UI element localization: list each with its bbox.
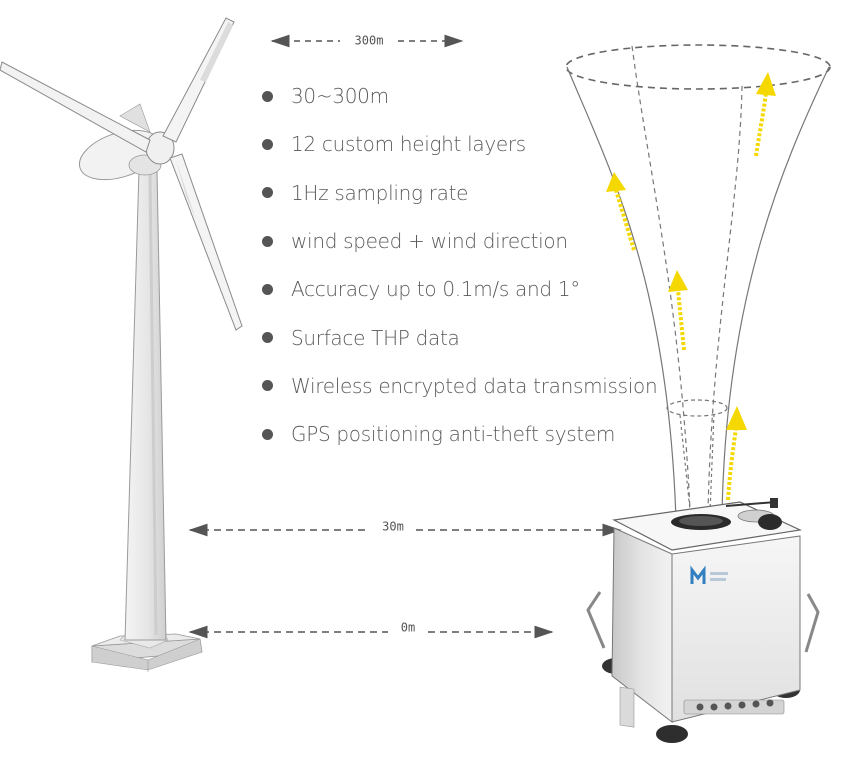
- bullet-icon: [262, 428, 273, 440]
- lidar-device-icon: [586, 498, 820, 743]
- feature-text: Accuracy up to 0.1m/s and 1°: [291, 277, 580, 302]
- bullet-icon: [262, 90, 273, 102]
- dimension-top-label: 300m: [355, 34, 384, 48]
- bullet-icon: [262, 283, 273, 295]
- bullet-icon: [262, 380, 273, 392]
- dimension-bottom-label: 0m: [401, 621, 415, 635]
- feature-item: 12 custom height layers: [262, 120, 657, 168]
- feature-item: 1Hz sampling rate: [262, 169, 657, 217]
- bullet-icon: [262, 187, 273, 199]
- bullet-icon: [262, 332, 273, 344]
- dimension-top: 300m: [270, 34, 464, 48]
- dimension-middle: 30m: [188, 520, 622, 537]
- scan-cone: [565, 44, 831, 521]
- feature-item: Wireless encrypted data transmission: [262, 362, 658, 410]
- wind-arrow-icon: [726, 406, 747, 501]
- feature-item: GPS positioning anti-theft system: [262, 410, 657, 458]
- wind-arrow-icon: [606, 172, 636, 251]
- wind-arrows: [606, 72, 776, 501]
- feature-text: GPS positioning anti-theft system: [291, 422, 616, 447]
- feature-text: 1Hz sampling rate: [291, 180, 469, 205]
- feature-text: 12 custom height layers: [291, 132, 526, 157]
- feature-item: wind speed + wind direction: [262, 217, 657, 265]
- brand-logo-icon: [690, 565, 728, 584]
- bullet-icon: [262, 138, 273, 150]
- dimension-bottom: 0m: [188, 621, 554, 639]
- feature-text: Surface THP data: [291, 325, 460, 350]
- feature-item: Surface THP data: [262, 313, 657, 361]
- feature-item: 30~300m: [262, 72, 657, 120]
- feature-text: wind speed + wind direction: [291, 229, 568, 254]
- feature-text: 30~300m: [291, 84, 389, 109]
- wind-turbine-icon: [0, 17, 243, 672]
- dimension-middle-label: 30m: [382, 520, 404, 534]
- bullet-icon: [262, 235, 273, 247]
- feature-text: Wireless encrypted data transmission: [291, 373, 658, 398]
- feature-item: Accuracy up to 0.1m/s and 1°: [262, 265, 657, 313]
- feature-list: 30~300m 12 custom height layers 1Hz samp…: [262, 72, 658, 458]
- wind-arrow-icon: [668, 270, 688, 351]
- wind-arrow-icon: [754, 72, 776, 157]
